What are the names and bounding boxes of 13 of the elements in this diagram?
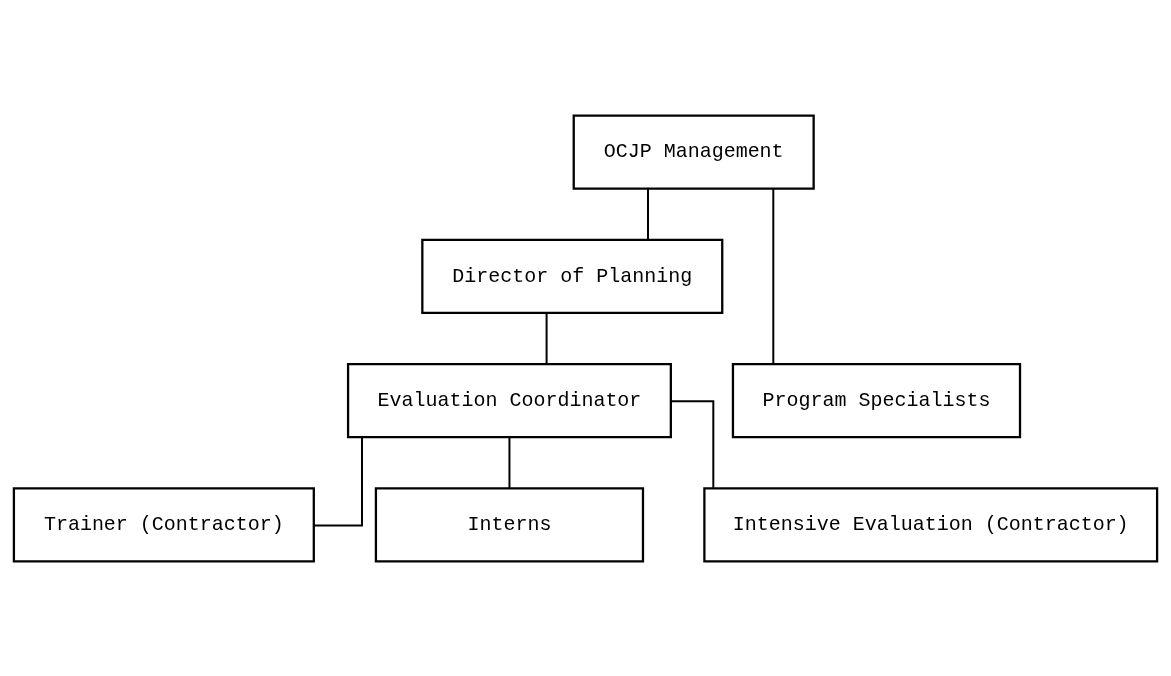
node-box: Trainer (Contractor)	[12, 486, 315, 562]
connector	[647, 187, 649, 241]
node-box: OCJP Management	[572, 114, 815, 190]
node-box: Intensive Evaluation (Contractor)	[703, 486, 1159, 562]
connector	[772, 187, 775, 365]
connector	[545, 311, 548, 365]
connector	[313, 435, 363, 527]
node-box: Director of Planning	[421, 238, 724, 314]
node-box: Program Specialists	[731, 362, 1022, 438]
connector	[508, 435, 511, 489]
connector	[670, 399, 715, 489]
node-box: Evaluation Coordinator	[346, 362, 672, 438]
node-box: Interns	[374, 486, 645, 562]
